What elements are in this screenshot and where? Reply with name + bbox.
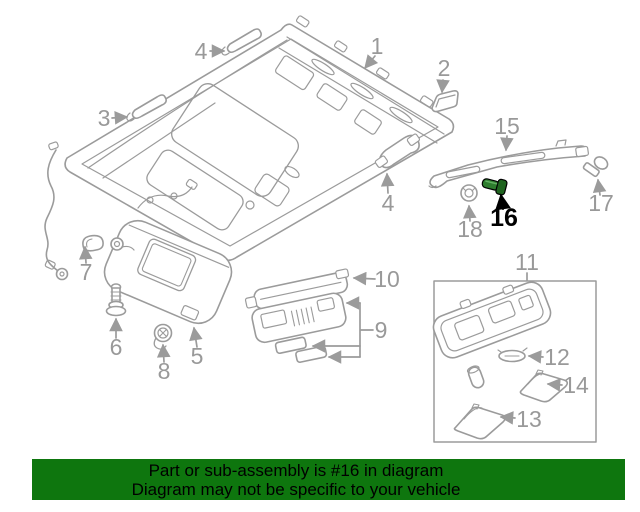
part-label-3: 3 bbox=[98, 105, 111, 131]
clip-2 bbox=[431, 90, 459, 113]
leader-arrows bbox=[78, 44, 607, 425]
vehicle-note-banner: Part or sub-assembly is #16 in diagram D… bbox=[32, 459, 625, 500]
highlighted-bolt-16 bbox=[481, 178, 508, 196]
part-label-16: 16 bbox=[490, 204, 518, 232]
part-label-6: 6 bbox=[110, 334, 123, 360]
grab-handle-4-mid bbox=[374, 133, 421, 169]
lamp-lens-14 bbox=[519, 369, 569, 403]
part-label-17: 17 bbox=[588, 190, 614, 216]
part-label-12: 12 bbox=[544, 344, 570, 370]
windshield-trim-15 bbox=[428, 139, 589, 189]
part-label-15: 15 bbox=[494, 113, 520, 139]
part-label-2: 2 bbox=[438, 55, 451, 81]
part-label-1: 1 bbox=[371, 33, 384, 59]
map-lamp-housing bbox=[432, 281, 552, 359]
part-label-4a: 4 bbox=[195, 38, 208, 64]
wire-harness bbox=[44, 141, 69, 281]
part-label-18: 18 bbox=[457, 216, 483, 242]
lamp-lens-13 bbox=[453, 403, 507, 440]
part-label-10: 10 bbox=[374, 266, 400, 292]
highlight-arrow bbox=[495, 193, 511, 211]
grab-handle-4-upper bbox=[221, 28, 262, 56]
headliner-panel bbox=[64, 15, 455, 262]
lamp-lens-12 bbox=[497, 347, 528, 363]
part-label-11: 11 bbox=[515, 249, 539, 275]
sun-visor bbox=[103, 219, 233, 325]
part-label-7: 7 bbox=[80, 259, 93, 285]
part-label-13: 13 bbox=[516, 406, 542, 432]
screw-17 bbox=[582, 156, 609, 178]
part-label-9: 9 bbox=[375, 317, 388, 343]
lamp-bulb bbox=[466, 365, 485, 389]
map-lamp-box bbox=[432, 280, 597, 443]
overhead-console bbox=[244, 268, 350, 364]
banner-line-2: Diagram may not be specific to your vehi… bbox=[131, 480, 461, 499]
part-label-8: 8 bbox=[158, 358, 171, 384]
part-label-14: 14 bbox=[563, 372, 589, 398]
banner-line-1: Part or sub-assembly is #16 in diagram bbox=[148, 461, 444, 480]
grommet-18 bbox=[460, 184, 478, 202]
visor-screw-6 bbox=[105, 283, 127, 317]
part-label-5: 5 bbox=[191, 343, 204, 369]
part-label-4b: 4 bbox=[382, 190, 395, 216]
